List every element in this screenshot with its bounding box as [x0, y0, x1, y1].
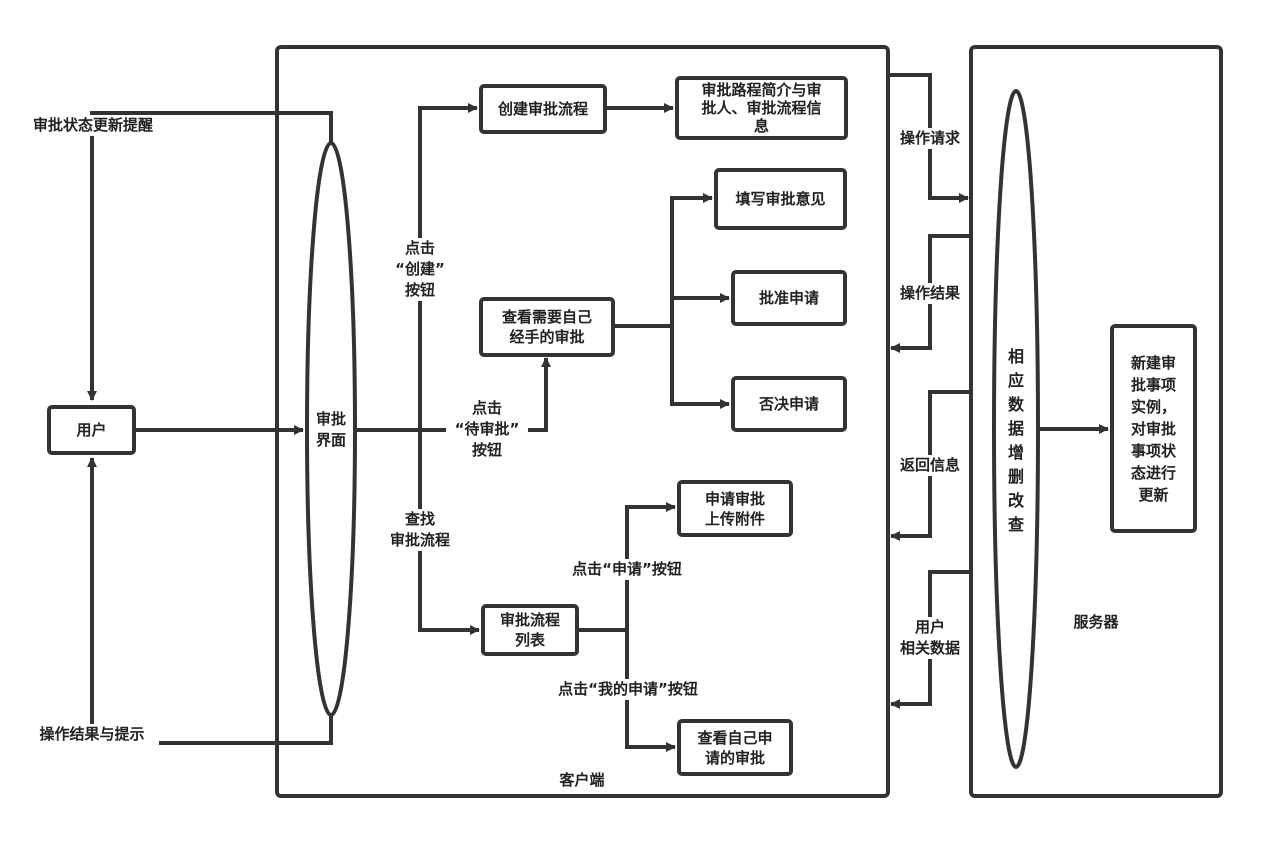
reject-box: 否决申请	[731, 376, 847, 432]
edge-status-update	[87, 111, 333, 401]
status-update-label: 审批状态更新提醒	[18, 115, 168, 136]
edge-to-create	[418, 103, 478, 430]
edge-to-reject	[670, 326, 730, 409]
return-info-label: 返回信息	[894, 455, 966, 476]
flow-intro-label: 审批路程简介与审 批人、审批流程信 息	[701, 81, 822, 135]
create-flow-label: 创建审批流程	[497, 100, 588, 118]
user-label: 用户	[76, 421, 107, 439]
op-result-label: 操作结果	[894, 283, 966, 304]
click-pending-label: 点击 “待审批” 按钮	[446, 398, 528, 461]
approval-ui-label: 审批 界面	[315, 410, 346, 449]
approve-label: 批准申请	[758, 289, 819, 307]
edge-result-hint	[87, 457, 333, 745]
flow-list-label: 审批流程 列表	[499, 611, 560, 649]
client-label: 客户端	[559, 771, 605, 789]
view-my-requests-label: 查看自己申 请的审批	[697, 728, 773, 767]
click-apply-label: 点击“申请”按钮	[555, 559, 699, 580]
flow-intro-box: 审批路程简介与审 批人、审批流程信 息	[675, 76, 848, 140]
edge-to-my-requests	[625, 630, 676, 752]
result-hint-label: 操作结果与提示	[25, 724, 159, 745]
edge-to-upload	[625, 502, 676, 630]
flow-list-box: 审批流程 列表	[481, 604, 579, 656]
client-container	[275, 45, 890, 798]
new-instance-box: 新建审 批事项 实例， 对审批 事项状 态进行 更新	[1110, 324, 1197, 533]
fill-opinion-box: 填写审批意见	[714, 168, 847, 230]
click-my-apply-label: 点击“我的申请”按钮	[540, 679, 716, 700]
edge-to-fill	[670, 193, 713, 326]
view-my-approvals-box: 查看需要自己 经手的审批	[479, 297, 615, 357]
user-data-label: 用户 相关数据	[892, 617, 968, 659]
upload-attach-box: 申请审批 上传附件	[677, 480, 793, 537]
fill-opinion-label: 填写审批意见	[735, 190, 826, 208]
server-container	[969, 45, 1223, 798]
user-box: 用户	[47, 405, 136, 455]
view-my-approvals-label: 查看需要自己 经手的审批	[501, 308, 592, 346]
view-my-requests-box: 查看自己申 请的审批	[677, 719, 793, 776]
new-instance-label: 新建审 批事项 实例， 对审批 事项状 态进行 更新	[1130, 353, 1176, 504]
click-create-label: 点击 “创建” 按钮	[385, 238, 455, 301]
edge-to-list	[418, 430, 480, 635]
data-crud-label: 相应数据增删改查	[1007, 347, 1024, 534]
create-flow-box: 创建审批流程	[479, 84, 607, 134]
approve-box: 批准申请	[731, 270, 847, 326]
upload-attach-label: 申请审批 上传附件	[704, 489, 765, 528]
reject-label: 否决申请	[758, 395, 819, 413]
find-flow-label: 查找 审批流程	[378, 509, 462, 551]
server-label: 服务器	[1073, 613, 1119, 631]
op-request-label: 操作请求	[894, 128, 966, 149]
